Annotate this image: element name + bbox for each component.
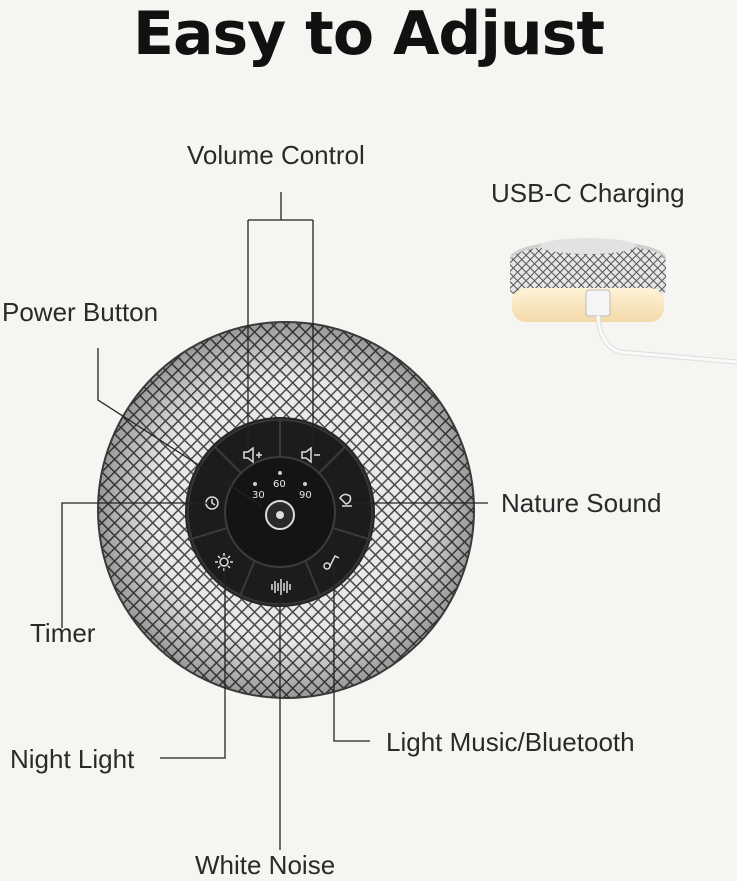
volume-control-label: Volume Control — [187, 140, 365, 170]
volume-up-icon[interactable] — [243, 446, 262, 464]
light-music-icon[interactable] — [323, 554, 340, 570]
light-music-bluetooth-label: Light Music/Bluetooth — [386, 727, 635, 757]
nature-sound-icon[interactable] — [339, 493, 352, 507]
timer-value-60: 60 — [273, 479, 286, 490]
white-noise-label: White Noise — [195, 850, 336, 880]
white-noise-icon[interactable] — [271, 579, 291, 595]
power-icon — [276, 511, 284, 519]
timer-label: Timer — [30, 618, 96, 648]
night-light-icon[interactable] — [215, 553, 233, 571]
timer-value-90: 90 — [299, 490, 312, 501]
volume-down-icon[interactable] — [301, 446, 320, 464]
page-title: Easy to Adjust — [132, 0, 605, 69]
usb-c-charging-label: USB-C Charging — [491, 178, 685, 208]
usb-charging-product-image — [510, 238, 737, 365]
night-light-label: Night Light — [10, 744, 135, 774]
power-button-label: Power Button — [2, 297, 159, 327]
nature-sound-label: Nature Sound — [501, 488, 662, 518]
white-noise-machine: 30 60 90 — [97, 321, 475, 699]
timer-value-30: 30 — [252, 490, 265, 501]
leader-lines — [61, 192, 488, 850]
